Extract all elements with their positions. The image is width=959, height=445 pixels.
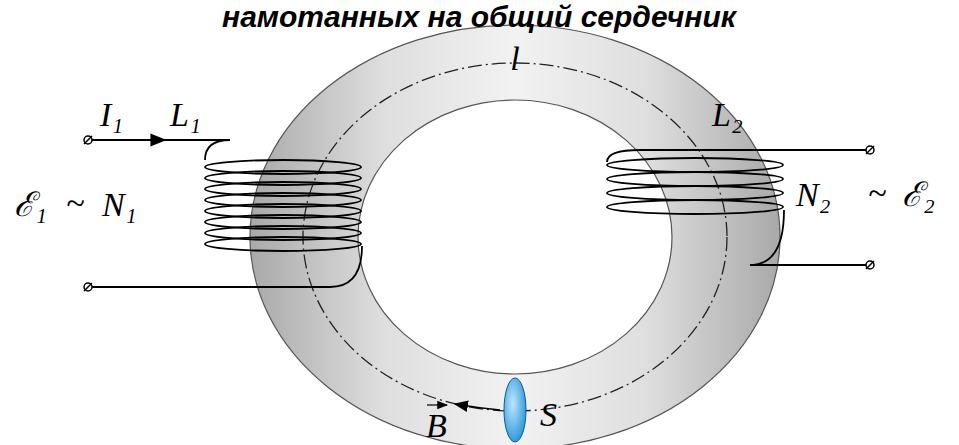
inductance-label: L₂ [712,98,743,132]
flux-label: B [426,409,447,443]
terminals [84,136,874,291]
emf-label: ℰ₂ [902,178,935,212]
turns-label: N₁ [102,188,137,222]
ac-symbol: ~ [66,186,84,220]
winding-turn [607,186,783,200]
flux-arrow [455,404,500,410]
winding-turn [607,200,783,214]
secondary-coil [607,158,783,214]
path-length-label: l [510,42,519,76]
area-label: S [540,398,557,432]
winding-turn [607,158,783,172]
emf-label: ℰ₁ [14,188,47,222]
inductance-label: L₁ [170,98,201,132]
primary-coil [205,160,361,251]
heading: намотанных на общий сердечник [222,2,736,32]
mean-path-line [303,63,727,411]
current-label: I₁ [100,98,123,132]
toroid-core [250,25,780,445]
winding-turn [205,237,361,251]
winding-turn [607,172,783,186]
vector-arrow [427,404,447,405]
wires [92,140,866,287]
cross-section [504,378,526,442]
turns-label: N₂ [796,178,831,212]
ac-symbol: ~ [868,176,886,210]
